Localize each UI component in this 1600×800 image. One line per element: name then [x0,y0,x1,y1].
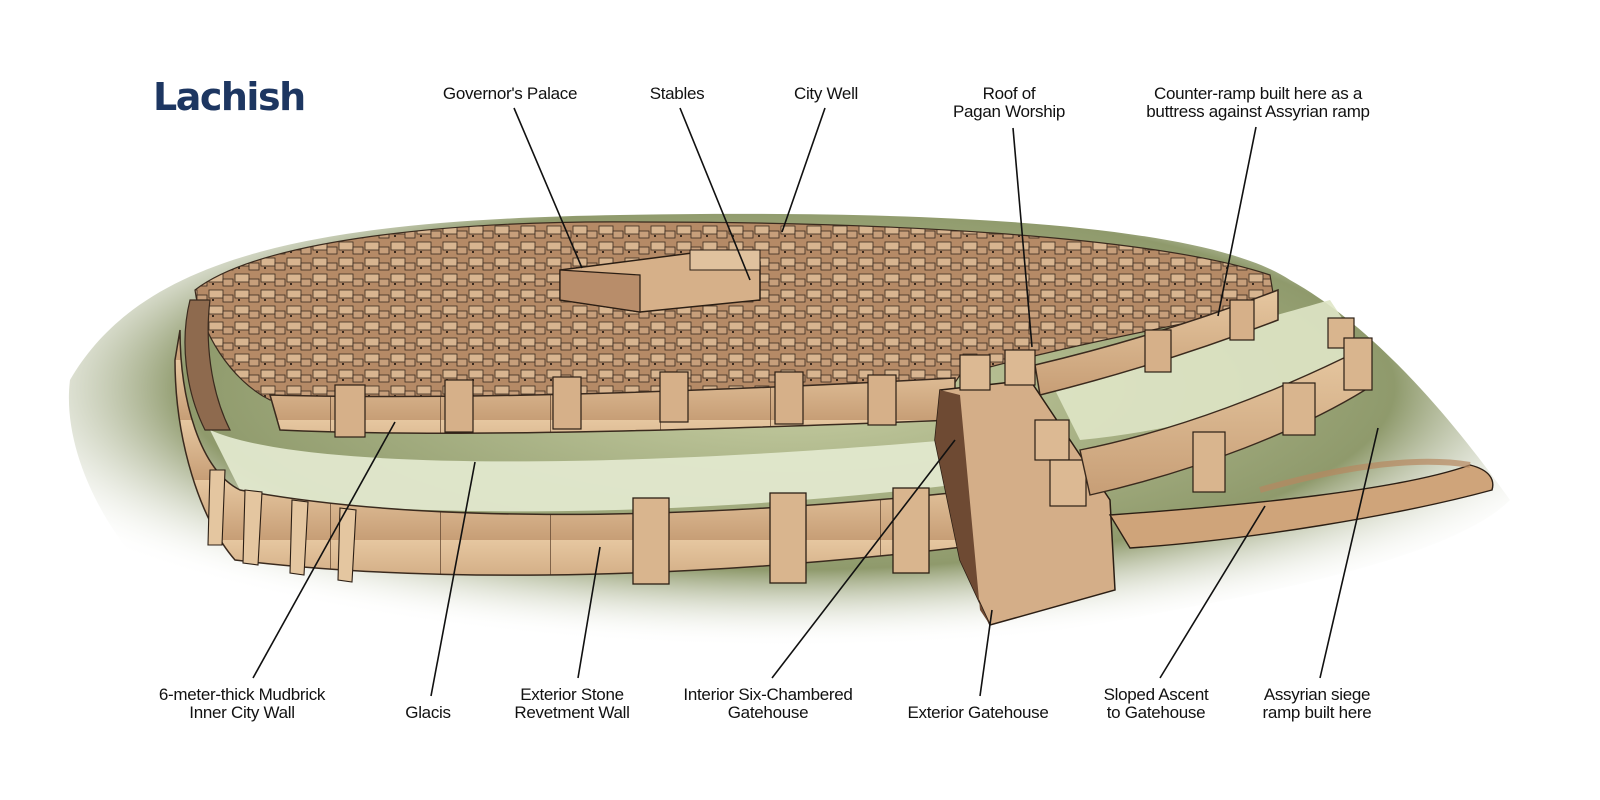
label-counter-ramp: Counter-ramp built here as a buttress ag… [1146,84,1370,121]
diagram-title: Lachish [153,75,306,119]
label-stables: Stables [649,84,705,103]
leader-siege-ramp [1319,427,1379,679]
label-interior-gatehouse: Interior Six-Chambered Gatehouse [683,685,853,722]
east-walls-and-ramp [1079,317,1494,549]
leader-sloped-ascent [1159,505,1266,679]
leader-interior-gatehouse [771,439,956,679]
glacis-band [210,300,1370,512]
leader-stables [679,107,751,281]
leader-mudbrick-wall [252,421,396,679]
inner-city-wall [184,288,1279,438]
leader-counter-ramp [1217,126,1257,317]
label-exterior-gatehouse: Exterior Gatehouse [907,703,1049,722]
label-assyrian-siege-ramp: Assyrian siege ramp built here [1262,685,1372,722]
leader-glacis [430,461,476,697]
label-roof-of-pagan-worship: Roof of Pagan Worship [952,84,1066,121]
leader-pagan-worship [1012,127,1033,348]
leader-revetment-wall [577,546,601,679]
leader-city-well [781,107,826,233]
label-governors-palace: Governor's Palace [442,84,578,103]
label-mudbrick-inner-wall: 6-meter-thick Mudbrick Inner City Wall [158,685,326,722]
label-exterior-revetment-wall: Exterior Stone Revetment Wall [514,685,630,722]
label-sloped-ascent: Sloped Ascent to Gatehouse [1103,685,1209,722]
leader-governors-palace [513,107,583,269]
label-glacis: Glacis [405,703,451,722]
label-city-well: City Well [793,84,859,103]
governors-palace-structure [559,249,761,313]
leader-exterior-gatehouse [979,609,993,697]
leader-lines [252,107,1379,697]
